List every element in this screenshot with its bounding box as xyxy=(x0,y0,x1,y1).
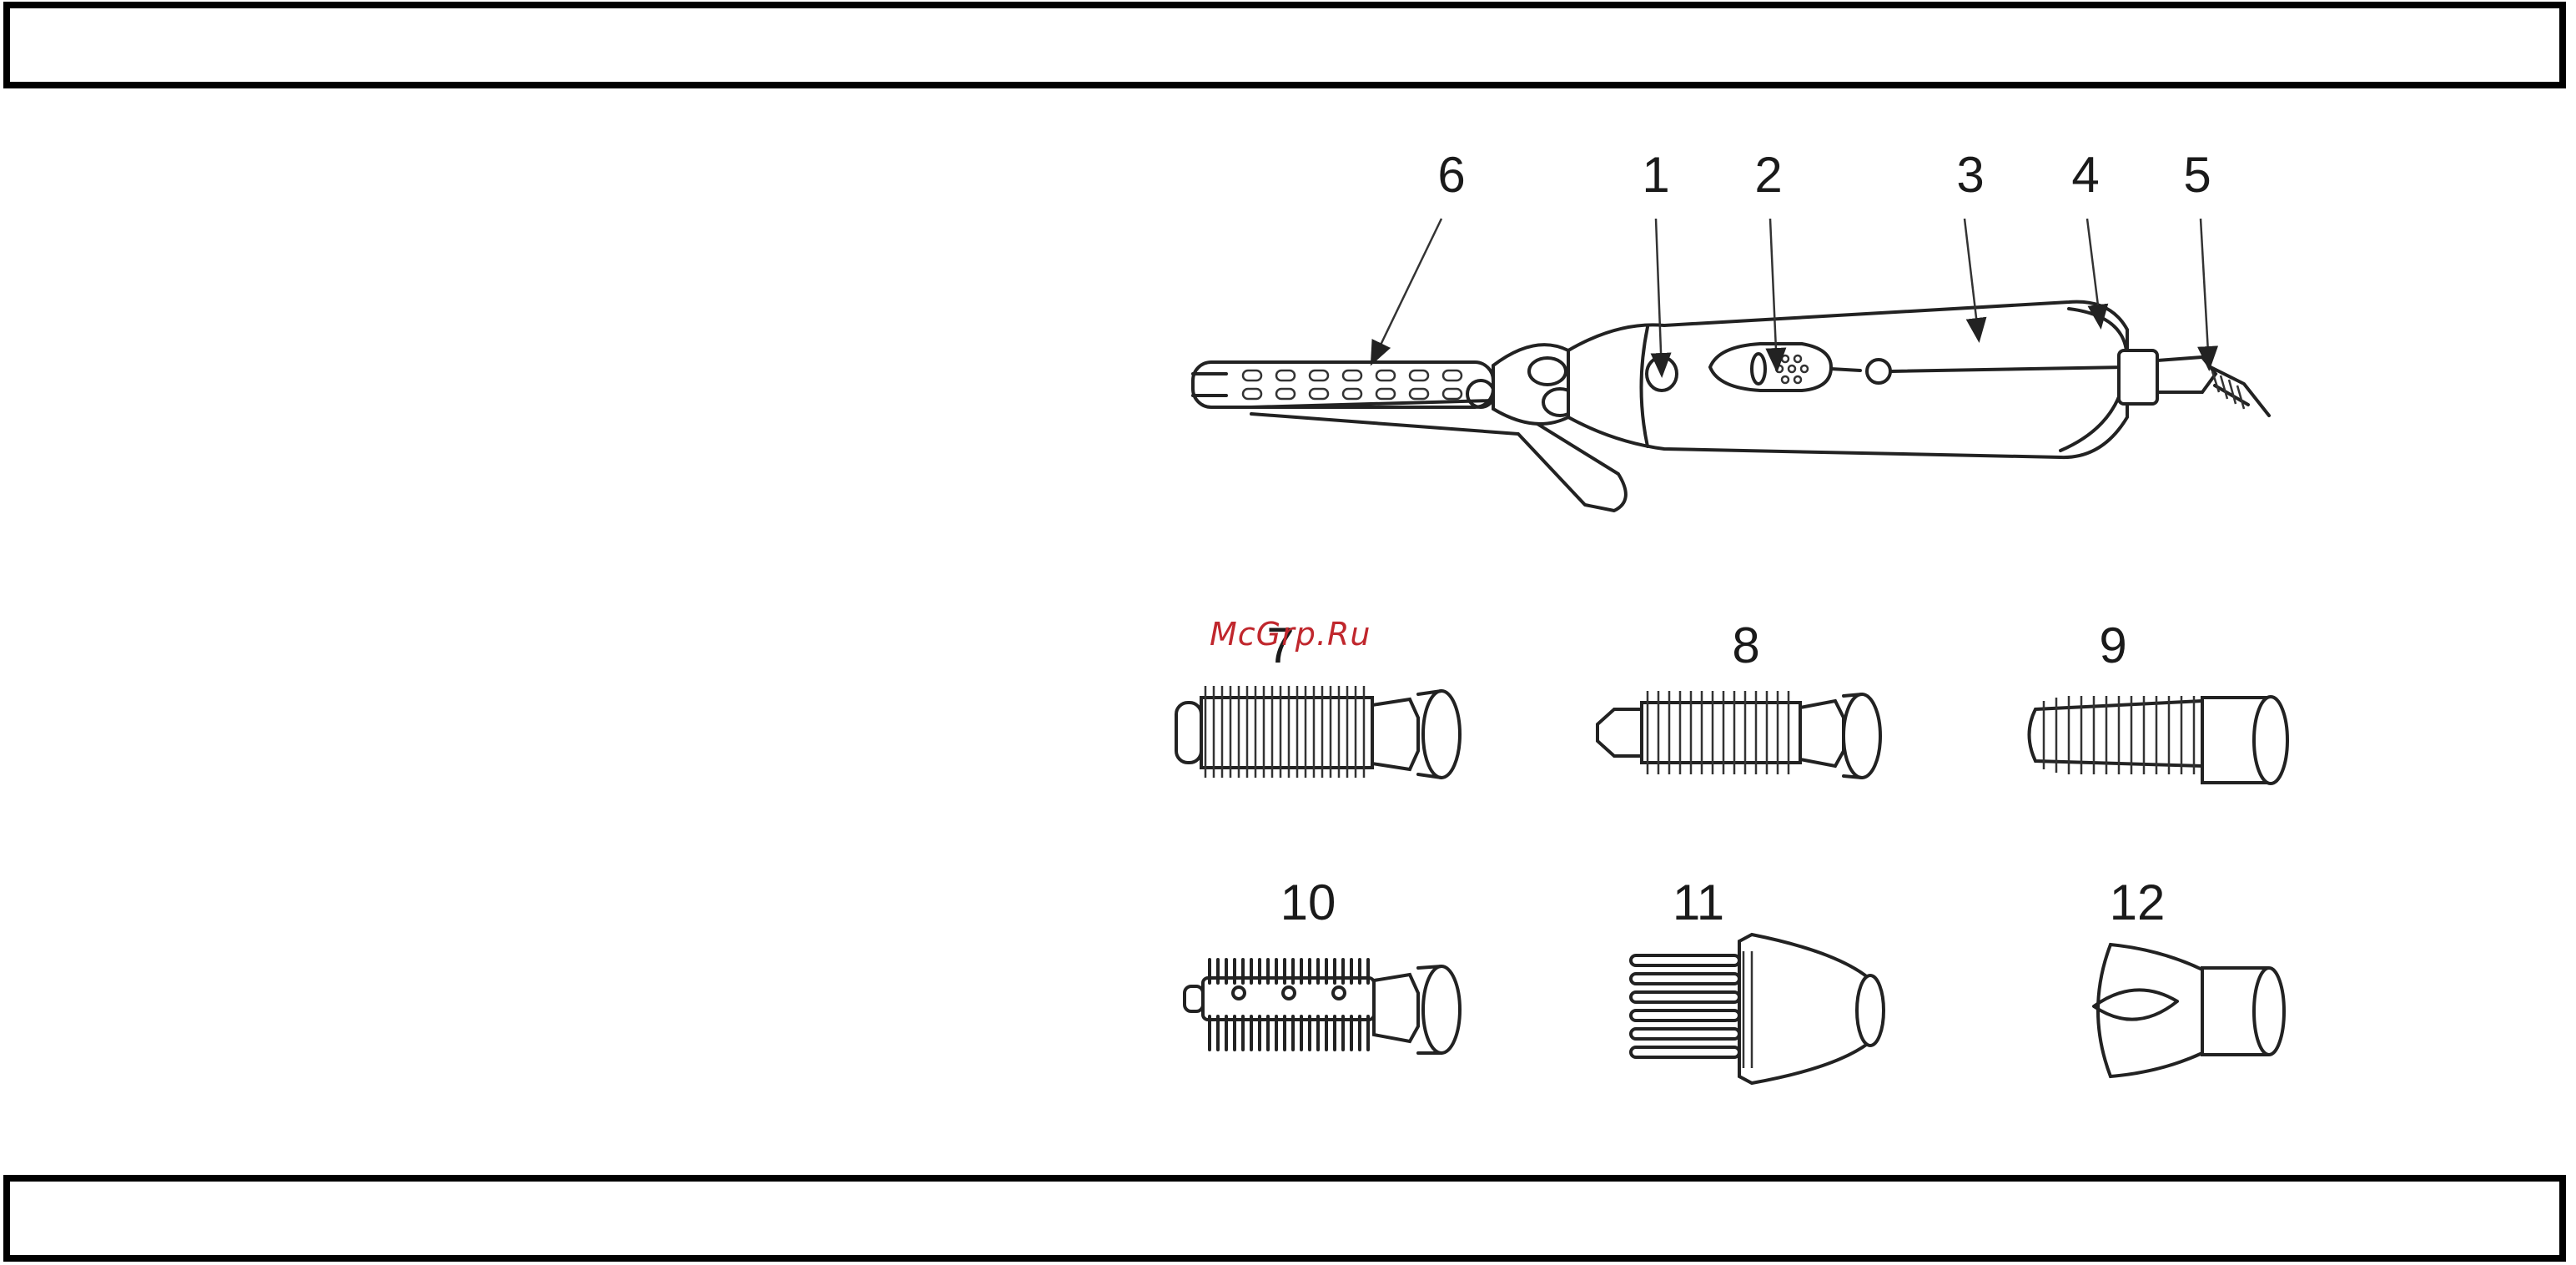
label-part-2: 2 xyxy=(1754,150,1782,200)
label-part-3: 3 xyxy=(1956,150,1984,200)
watermark-text: McGrp.Ru xyxy=(1210,616,1371,653)
swivel-joint xyxy=(2119,350,2157,404)
attachment-concentrator-nozzle xyxy=(2094,945,2284,1076)
label-part-6: 6 xyxy=(1437,150,1465,200)
main-styler-unit xyxy=(1193,302,2269,511)
label-part-10: 10 xyxy=(1280,878,1336,928)
attachment-tine-comb-brush xyxy=(1185,960,1460,1053)
attachment-round-bristle-brush xyxy=(1176,686,1460,778)
label-part-9: 9 xyxy=(2099,621,2126,671)
speed-switch-panel xyxy=(1710,344,1831,391)
attachment-cushion-brush xyxy=(2030,696,2288,784)
label-part-11: 11 xyxy=(1673,878,1724,928)
label-part-1: 1 xyxy=(1642,150,1669,200)
cool-shot-button xyxy=(1867,360,1890,383)
attachment-retractable-spike-brush xyxy=(1597,691,1880,778)
label-part-5: 5 xyxy=(2183,150,2211,200)
label-part-8: 8 xyxy=(1732,621,1759,671)
attachment-comb-nozzle xyxy=(1631,935,1884,1083)
label-part-4: 4 xyxy=(2071,150,2099,200)
label-part-12: 12 xyxy=(2110,878,2166,928)
